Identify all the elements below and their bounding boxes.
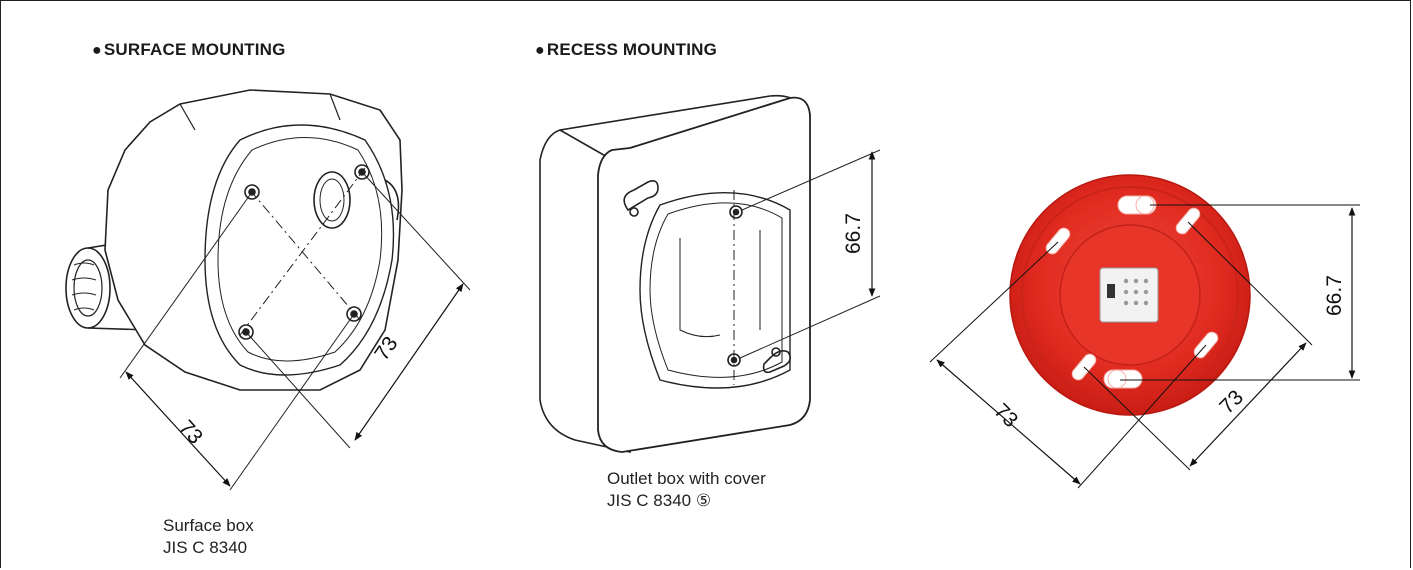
surface-mounting-heading: ●SURFACE MOUNTING xyxy=(92,40,286,59)
base-dim-a: 73 xyxy=(989,399,1022,432)
base-dim-height: 66.7 xyxy=(1323,275,1346,316)
surface-dim-a: 73 xyxy=(174,416,207,449)
surface-box-caption: Surface box JIS C 8340 xyxy=(163,516,254,557)
outlet-box-caption: Outlet box with cover JIS C 8340 ⑤ xyxy=(607,469,766,510)
recess-mounting-heading: ●RECESS MOUNTING xyxy=(535,40,718,59)
outlet-box-drawing xyxy=(539,94,881,453)
red-mounting-base xyxy=(1009,174,1251,416)
recess-dim-height: 66.7 xyxy=(842,213,865,254)
base-dim-b: 73 xyxy=(1215,386,1248,419)
surface-box-drawing xyxy=(65,89,471,491)
